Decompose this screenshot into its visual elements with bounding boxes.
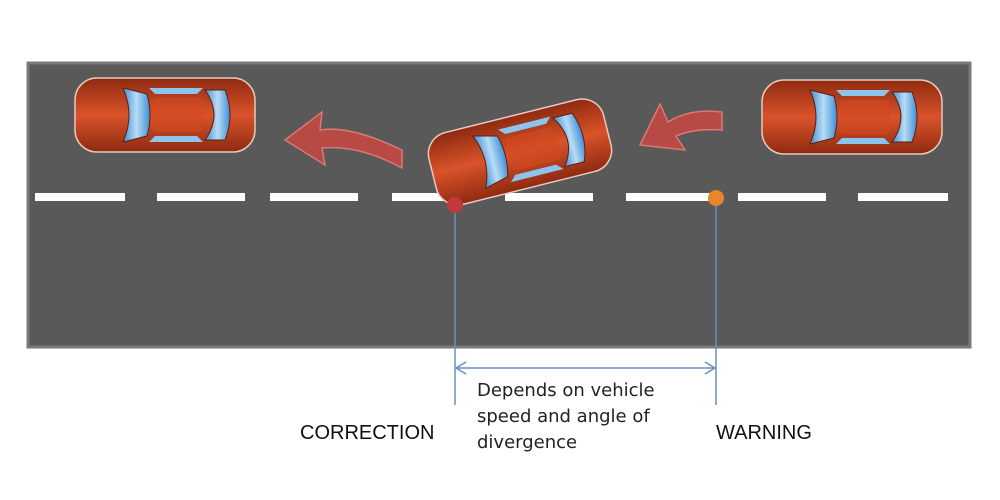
curved-arrow-icon [283,110,403,170]
lane-dash [738,193,826,201]
warning-point [708,190,724,206]
note-line: divergence [477,432,578,453]
car-icon [74,77,256,153]
distance-double-arrow [454,361,717,375]
car-icon [761,79,943,155]
lane-dash [35,193,125,201]
warning-label: WARNING [716,422,812,444]
lane-dash [392,193,480,201]
lane-marking [35,193,948,201]
lane-dash [626,193,714,201]
note-line: Depends on vehicle [477,380,655,401]
lane-dash [157,193,245,201]
correction-label: CORRECTION [300,422,435,444]
curved-arrow-icon [638,102,723,151]
lane-dash [270,193,358,201]
note-line: speed and angle of [477,406,650,427]
lane-dash [505,193,593,201]
distance-note: Depends on vehicle speed and angle of di… [477,378,655,456]
lane-dash [858,193,948,201]
correction-point [447,197,463,213]
